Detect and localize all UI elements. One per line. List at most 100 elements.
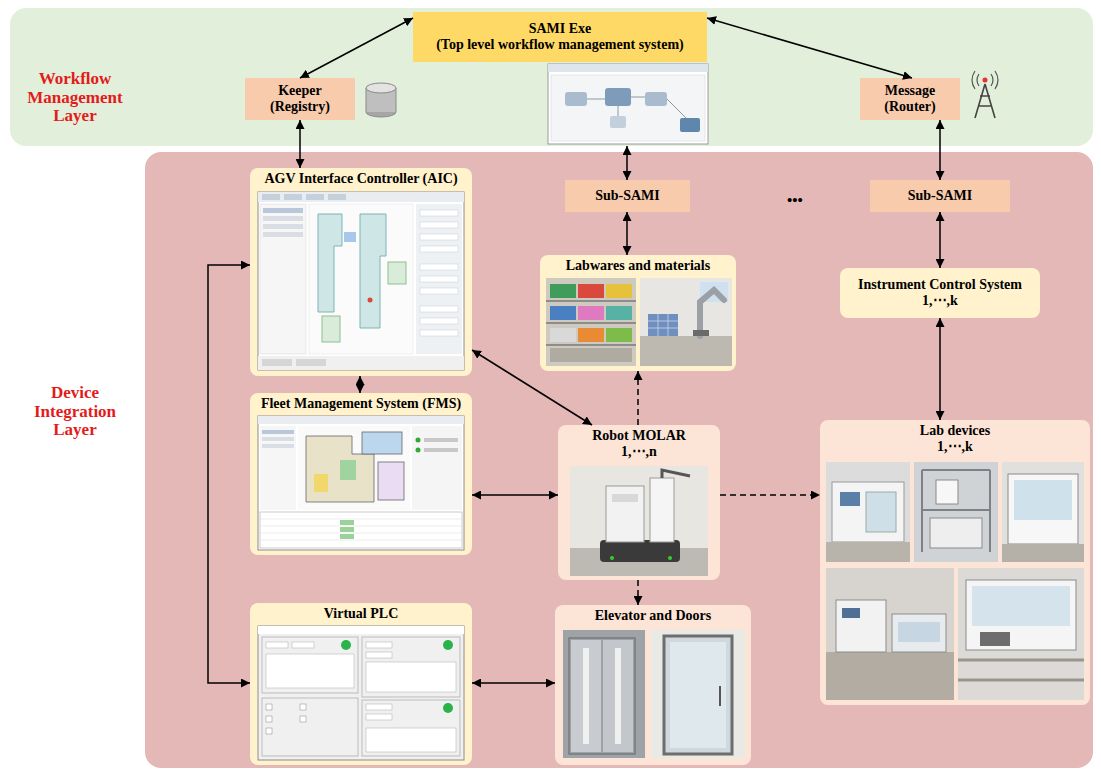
node-label: Instrument Control System 1,⋯,k: [848, 277, 1033, 309]
labware-photo: [546, 278, 636, 366]
aic-screenshot: [416, 204, 462, 354]
sami-screenshot: [645, 92, 667, 106]
aic-screenshot: [284, 194, 302, 200]
connector-arrow: [359, 376, 361, 393]
labware-photo: [578, 284, 604, 298]
device-photo: [826, 652, 954, 700]
plc-screenshot: [258, 626, 464, 760]
plc-screenshot: [341, 640, 351, 650]
door-photo: [651, 630, 745, 758]
plc-screenshot: [366, 728, 456, 752]
door-photo: [719, 686, 721, 706]
aic-screenshot: [263, 216, 303, 221]
labware-photo: [546, 301, 636, 345]
fms-screenshot: [258, 416, 464, 424]
aic-screenshot: [420, 276, 458, 282]
elevator-photo: [583, 648, 589, 744]
plc-screenshot: [362, 637, 460, 697]
labware-photo: [550, 348, 632, 362]
component-box: Fleet Management System (FMS): [250, 393, 472, 555]
node-label: Robot MOLAR 1,⋯,n: [583, 428, 695, 460]
fms-screenshot: [416, 448, 421, 453]
device-photo: [1002, 462, 1084, 562]
sami-screenshot: [548, 64, 708, 72]
component-box: Robot MOLAR 1,⋯,n: [558, 425, 720, 580]
plc-screenshot: [266, 642, 288, 648]
node-label: Lab devices 1,⋯,k: [909, 423, 1001, 455]
fms-screenshot: [424, 448, 458, 452]
robot-photo: [668, 556, 672, 560]
plc-screenshot: [262, 637, 358, 693]
component-box: AGV Interface Controller (AIC): [250, 168, 472, 376]
plc-screenshot: [266, 654, 354, 688]
node-label: Virtual PLC: [324, 606, 399, 622]
node-label: Elevator and Doors: [595, 608, 711, 624]
aic-screenshot: [420, 234, 458, 240]
connector-arrow: [939, 212, 941, 268]
aic-screenshot: [258, 192, 464, 202]
component-box: Sub-SAMI: [870, 180, 1010, 212]
labware-photo: [700, 290, 724, 336]
sami-screenshot: [565, 92, 587, 106]
label-holder: •••: [770, 192, 820, 209]
labware-photo: [700, 282, 728, 302]
node-label: Sub-SAMI: [908, 188, 973, 204]
fms-screenshot: [262, 430, 294, 434]
aic-screenshot: [258, 356, 464, 370]
aic-screenshot: [258, 192, 464, 370]
aic-screenshot: [262, 359, 292, 366]
elevator-photo: [563, 630, 645, 758]
labware-photo: [578, 306, 604, 320]
labware-photo: [693, 330, 709, 336]
fms-screenshot: [412, 426, 462, 510]
component-box: Keeper (Registry): [245, 78, 355, 120]
antenna-icon: [983, 78, 988, 83]
layer-band: Device Integration LayerAGV Interface Co…: [145, 152, 1093, 768]
node-label: (Top level workflow management system): [436, 37, 684, 53]
aic-screenshot: [420, 246, 458, 252]
plc-screenshot: [258, 626, 464, 760]
device-photo: [958, 660, 1084, 680]
device-photo: [840, 492, 860, 506]
fms-screenshot: [258, 416, 464, 550]
sami-screenshot: [548, 64, 708, 144]
elevator-photo: [569, 638, 635, 754]
elevator-photo: [615, 648, 621, 744]
device-photo: [980, 632, 1010, 646]
labware-photo: [606, 284, 632, 298]
plc-screenshot: [292, 642, 314, 648]
fms-screenshot: [340, 527, 354, 532]
fms-screenshot: [424, 438, 458, 442]
layer-band: Workflow Management LayerSAMI Exe(Top le…: [10, 8, 1093, 146]
connector-arrow: [472, 682, 555, 684]
aic-screenshot: [420, 210, 458, 336]
aic-screenshot: [420, 318, 458, 324]
layer-title: Workflow Management Layer: [15, 70, 135, 126]
fms-screenshot: [362, 432, 402, 454]
labware-photo: [640, 278, 732, 366]
plc-screenshot: [366, 642, 392, 648]
aic-screenshot: [306, 194, 324, 200]
aic-screenshot: [309, 204, 413, 354]
component-box: Labwares and materials: [540, 255, 736, 371]
device-photo: [832, 482, 904, 542]
plc-screenshot: [443, 703, 453, 713]
device-photo: [914, 462, 998, 562]
aic-screenshot: [260, 204, 306, 354]
fms-screenshot: [378, 462, 404, 500]
connector-arrow: [939, 120, 941, 180]
device-photo: [936, 480, 958, 504]
robot-photo: [662, 470, 690, 478]
node-label: AGV Interface Controller (AIC): [264, 171, 457, 187]
device-photo: [972, 586, 1070, 626]
fms-screenshot: [340, 520, 354, 525]
aic-screenshot: [262, 194, 280, 200]
antenna-icon: [975, 84, 995, 118]
robot-photo: [606, 486, 644, 542]
device-photo: [898, 622, 940, 642]
robot-photo: [600, 540, 680, 562]
labware-photo: [546, 278, 636, 366]
component-box: Virtual PLC: [250, 603, 472, 765]
